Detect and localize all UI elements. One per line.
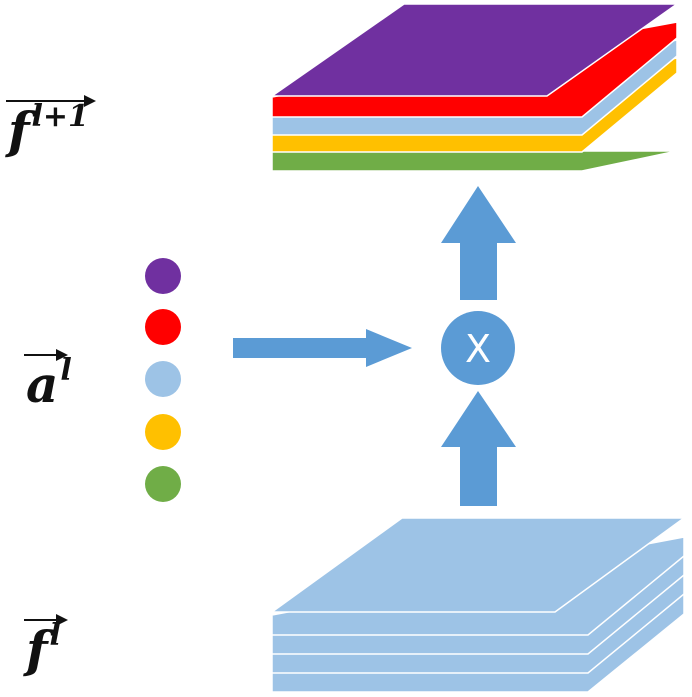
input-layer-1 xyxy=(269,517,687,613)
input-feature-stack xyxy=(269,517,687,693)
attention-label-superscript: l xyxy=(60,353,72,388)
attention-dot-lightblue xyxy=(145,361,181,397)
output-label-base: f xyxy=(8,101,30,160)
vector-arrow-head xyxy=(84,95,96,107)
vector-arrow-bar xyxy=(24,354,58,356)
vector-arrow-bar xyxy=(6,100,86,102)
arrow-up-top xyxy=(441,186,516,300)
multiply-node: X xyxy=(441,311,515,385)
multiply-symbol: X xyxy=(465,327,491,371)
input-label-superscript: l xyxy=(49,618,61,653)
arrow-right xyxy=(233,329,412,367)
label-output-features: fl+1 xyxy=(6,95,96,156)
output-layer-green xyxy=(271,150,678,172)
vector-arrow-bar xyxy=(24,619,58,621)
vector-arrow-head xyxy=(56,614,68,626)
input-label-base: f xyxy=(26,620,48,679)
output-layer-purple xyxy=(269,3,680,97)
output-feature-stack xyxy=(269,3,680,172)
arrow-up-bottom xyxy=(441,391,516,506)
output-label-superscript: l+1 xyxy=(31,99,89,134)
attention-dot-purple xyxy=(145,258,181,294)
vector-arrow-head xyxy=(56,349,68,361)
attention-dot-red xyxy=(145,309,181,345)
attention-dot-green xyxy=(145,466,181,502)
attention-dot-yellow xyxy=(145,414,181,450)
label-attention: al xyxy=(24,349,72,410)
label-input-features: fl xyxy=(24,614,68,675)
attention-vector xyxy=(145,258,181,502)
multiply-circle xyxy=(441,311,515,385)
attention-label-base: a xyxy=(26,355,59,414)
